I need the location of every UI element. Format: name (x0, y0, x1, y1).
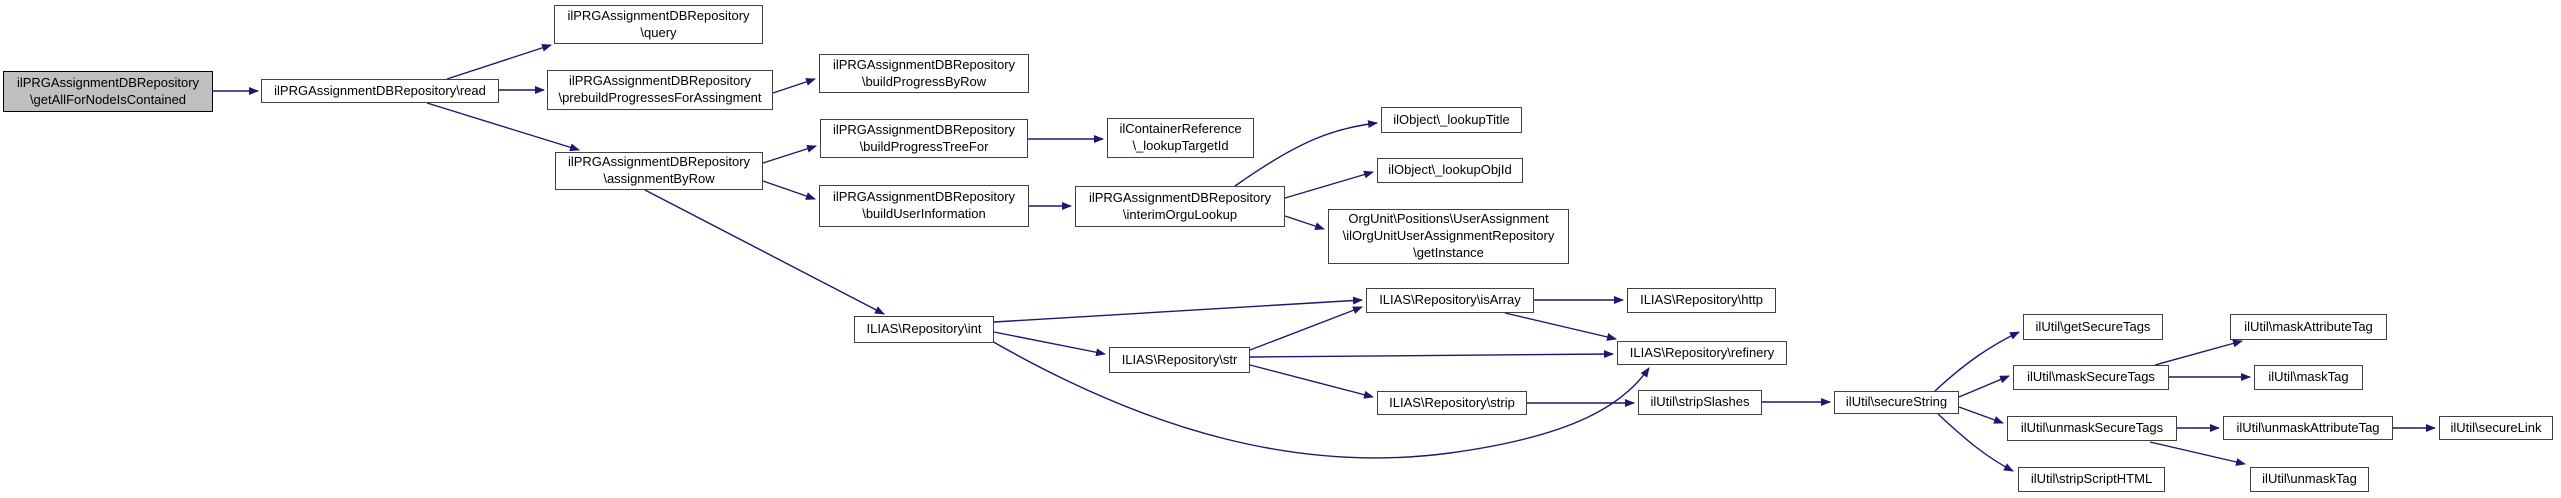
node-getAllForNodeIsContained: ilPRGAssignmentDBRepository \getAllForNo… (3, 71, 213, 112)
node-label: ilPRGAssignmentDBRepository\read (274, 82, 486, 98)
edge-assignmentByRow--buildProgressTreeFor (762, 144, 817, 164)
node-maskAttributeTag[interactable]: ilUtil\maskAttributeTag (2230, 314, 2387, 340)
edge-isArray--refinery (1504, 312, 1617, 341)
edge-prebuildProgressesForAssingment--buildProgressByRow (772, 78, 816, 94)
node-label: ilPRGAssignmentDBRepository \buildProgre… (832, 121, 1016, 154)
node-buildProgressByRow[interactable]: ilPRGAssignmentDBRepository \buildProgre… (819, 54, 1029, 93)
node-label: ILIAS\Repository\str (1121, 351, 1238, 367)
node-refinery[interactable]: ILIAS\Repository\refinery (1617, 341, 1787, 365)
node-getInstance[interactable]: OrgUnit\Positions\UserAssignment \ilOrgU… (1328, 209, 1569, 264)
edge-unmaskSecureTags--unmaskTag (2149, 441, 2246, 466)
node-maskSecureTags[interactable]: ilUtil\maskSecureTags (2013, 365, 2169, 390)
edge-secureString--maskSecureTags (1958, 375, 2010, 398)
node-label: ILIAS\Repository\http (1640, 292, 1763, 308)
node-label: ilPRGAssignmentDBRepository \query (567, 7, 750, 40)
node-label: ilPRGAssignmentDBRepository \buildProgre… (832, 56, 1016, 89)
node-unmaskSecureTags[interactable]: ilUtil\unmaskSecureTags (2007, 416, 2177, 441)
node-label: ILIAS\Repository\isArray (1379, 292, 1521, 308)
edge-int--str (993, 331, 1106, 357)
node-http[interactable]: ILIAS\Repository\http (1627, 288, 1776, 313)
edge-secureString--unmaskSecureTags (1958, 406, 2004, 424)
edge-secureString--stripScriptHTML (1937, 413, 2014, 472)
edge-str--refinery (1249, 350, 1614, 359)
node-label: ilUtil\unmaskAttributeTag (2236, 419, 2380, 435)
node-secureLink[interactable]: ilUtil\secureLink (2439, 416, 2553, 440)
node-lookupTitle[interactable]: ilObject\_lookupTitle (1381, 107, 1522, 133)
node-label: ilUtil\stripScriptHTML (2030, 471, 2153, 487)
edge-maskSecureTags--maskAttributeTag (2154, 339, 2243, 366)
node-label: ilPRGAssignmentDBRepository \assignmentB… (567, 154, 751, 186)
node-maskTag[interactable]: ilUtil\maskTag (2254, 365, 2363, 390)
node-lookupTargetId[interactable]: ilContainerReference \_lookupTargetId (1107, 118, 1254, 158)
node-getSecureTags[interactable]: ilUtil\getSecureTags (2023, 314, 2163, 340)
node-stripScriptHTML[interactable]: ilUtil\stripScriptHTML (2018, 467, 2165, 492)
node-label: ilUtil\getSecureTags (2035, 318, 2151, 334)
node-int[interactable]: ILIAS\Repository\int (854, 316, 994, 343)
node-interimOrguLookup[interactable]: ilPRGAssignmentDBRepository \interimOrgu… (1075, 186, 1285, 227)
node-stripSlashes[interactable]: ilUtil\stripSlashes (1638, 390, 1762, 415)
edge-str--strip (1249, 364, 1374, 399)
node-secureString[interactable]: ilUtil\secureString (1834, 391, 1959, 414)
node-label: ILIAS\Repository\refinery (1629, 344, 1775, 360)
node-read[interactable]: ilPRGAssignmentDBRepository\read (261, 79, 499, 103)
node-label: ilPRGAssignmentDBRepository \buildUserIn… (832, 189, 1016, 221)
edge-read--query (446, 43, 552, 80)
node-label: ilUtil\stripSlashes (1650, 394, 1750, 410)
node-label: ilUtil\secureLink (2450, 419, 2542, 435)
edge-int--refinery (989, 339, 1650, 459)
node-label: ilPRGAssignmentDBRepository \prebuildPro… (558, 73, 762, 105)
edge-interimOrguLookup--getInstance (1284, 215, 1325, 230)
node-buildProgressTreeFor[interactable]: ilPRGAssignmentDBRepository \buildProgre… (820, 119, 1028, 158)
node-isArray[interactable]: ILIAS\Repository\isArray (1366, 288, 1534, 313)
edge-read--assignmentByRow (426, 102, 580, 152)
node-label: ILIAS\Repository\int (866, 321, 982, 337)
edge-assignmentByRow--buildUserInformation (762, 180, 816, 200)
node-label: ilUtil\maskTag (2268, 369, 2349, 385)
node-label: ilObject\_lookupTitle (1393, 111, 1510, 127)
edge-interimOrguLookup--lookupObjId (1284, 170, 1374, 199)
node-label: ILIAS\Repository\strip (1389, 394, 1515, 410)
node-unmaskAttributeTag[interactable]: ilUtil\unmaskAttributeTag (2223, 416, 2393, 440)
node-label: ilPRGAssignmentDBRepository \getAllForNo… (16, 74, 200, 107)
node-label: OrgUnit\Positions\UserAssignment \ilOrgU… (1342, 211, 1555, 260)
node-label: ilUtil\secureString (1845, 394, 1948, 410)
node-buildUserInformation[interactable]: ilPRGAssignmentDBRepository \buildUserIn… (819, 185, 1029, 227)
node-unmaskTag[interactable]: ilUtil\unmaskTag (2250, 467, 2369, 492)
node-label: ilContainerReference \_lookupTargetId (1119, 121, 1242, 153)
node-strip[interactable]: ILIAS\Repository\strip (1377, 391, 1527, 415)
edge-int--isArray (993, 296, 1363, 323)
node-query[interactable]: ilPRGAssignmentDBRepository \query (554, 5, 763, 44)
node-label: ilPRGAssignmentDBRepository \interimOrgu… (1088, 189, 1272, 222)
node-lookupObjId[interactable]: ilObject\_lookupObjId (1377, 158, 1523, 183)
node-label: ilUtil\maskAttributeTag (2244, 318, 2373, 334)
node-assignmentByRow[interactable]: ilPRGAssignmentDBRepository \assignmentB… (555, 152, 763, 190)
node-label: ilObject\_lookupObjId (1388, 162, 1512, 178)
node-label: ilUtil\unmaskTag (2262, 471, 2357, 487)
edge-interimOrguLookup--lookupTitle (1234, 120, 1378, 187)
node-str[interactable]: ILIAS\Repository\str (1109, 347, 1250, 373)
node-label: ilUtil\unmaskSecureTags (2020, 420, 2164, 436)
node-prebuildProgressesForAssingment[interactable]: ilPRGAssignmentDBRepository \prebuildPro… (547, 70, 773, 110)
edge-secureString--getSecureTags (1934, 331, 2020, 392)
node-label: ilUtil\maskSecureTags (2027, 369, 2155, 385)
edge-str--isArray (1249, 306, 1363, 351)
